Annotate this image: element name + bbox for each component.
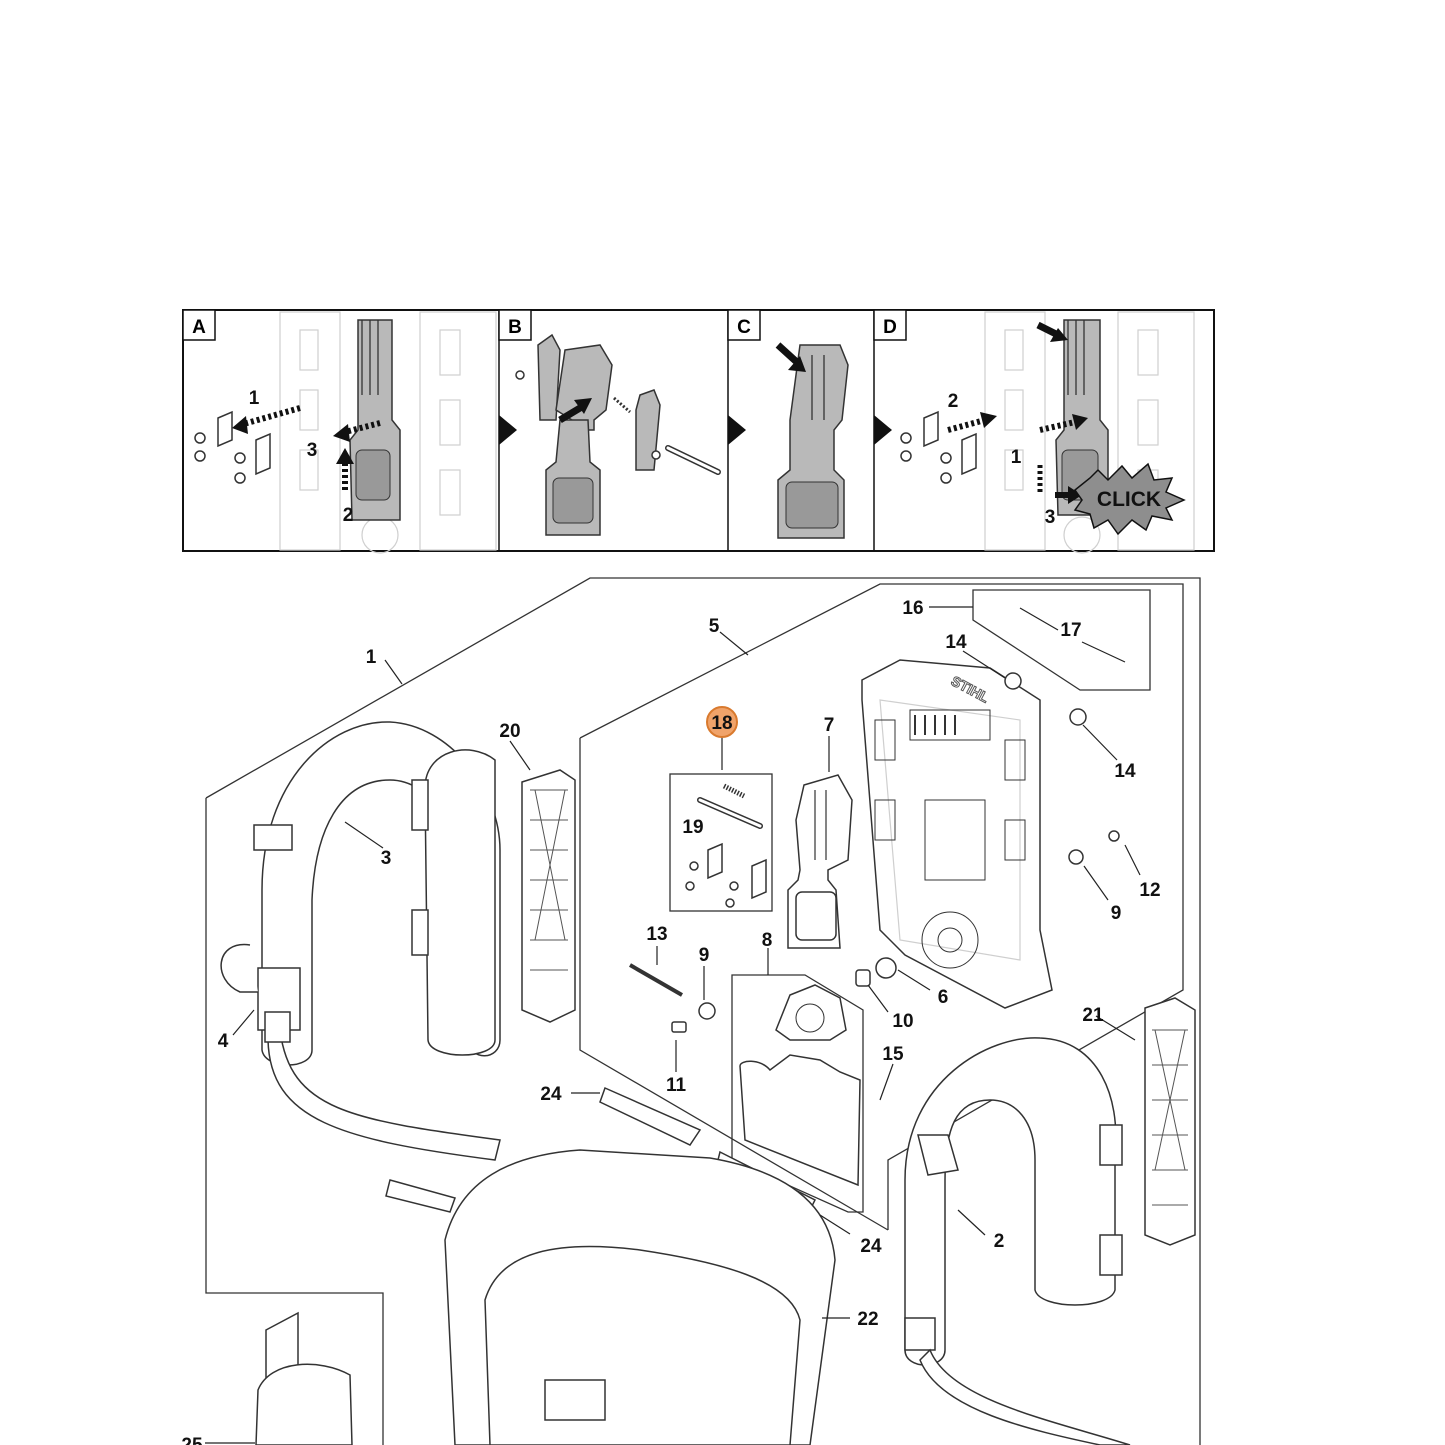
group-outline-5 [579,583,1184,1231]
shoulder-strap-left [220,721,501,1213]
arrow-triangle-icon [874,415,892,445]
arrow-triangle-icon [728,415,746,445]
callout-14a: 14 [945,632,967,653]
callout-20: 20 [499,721,520,742]
panel-c: C [727,309,849,539]
panel-b: B [498,309,721,536]
callout-7: 7 [824,715,835,736]
panel-d-step-1: 1 [1011,447,1022,468]
callout-9a: 9 [699,945,710,966]
callout-13: 13 [646,924,667,945]
arrow-triangle-icon [499,415,517,445]
callout-1: 1 [366,647,377,668]
back-pad-20 [521,769,576,1023]
callout-12: 12 [1139,880,1160,901]
panel-d: D [873,309,1195,554]
panel-d-letter: D [883,317,897,338]
callout-17: 17 [1060,620,1081,641]
panel-a: A [182,309,497,554]
panel-d-step-2: 2 [948,391,959,412]
callout-16: 16 [902,598,923,619]
panel-d-step-3: 3 [1045,507,1056,528]
callout-18: 18 [711,713,732,734]
group-outline-16-17 [972,589,1151,691]
group-outline-18-19 [669,773,773,912]
pouch-25 [255,1311,353,1445]
panel-a-letter: A [192,317,206,338]
click-label: CLICK [1097,488,1161,511]
panel-a-step-3: 3 [307,440,318,461]
instruction-strip: A [182,309,1215,554]
hip-belt-22 [444,1149,836,1445]
callout-3: 3 [381,848,392,869]
back-pad-21 [1144,997,1196,1246]
callout-6: 6 [938,987,949,1008]
callout-24a: 24 [540,1084,562,1105]
part-18-highlight [706,706,738,738]
callout-5: 5 [709,616,720,637]
callout-11: 11 [666,1075,687,1096]
panel-a-step-2: 2 [343,505,354,526]
group-outline-1 [205,577,1201,1445]
callout-numbers: 1 2 3 4 5 6 7 8 9 9 10 11 12 13 14 14 15… [181,598,1160,1445]
click-burst-icon [1073,462,1186,536]
callout-10: 10 [892,1011,913,1032]
callout-22: 22 [857,1309,878,1330]
panel-b-letter: B [508,317,522,338]
leader-lines [205,606,1141,1444]
callout-19: 19 [682,817,703,838]
shoulder-strap-right [904,1037,1131,1445]
pin-and-spring [685,783,767,908]
callout-2: 2 [994,1231,1005,1252]
small-parts [629,672,1120,1033]
latch-7 [787,774,853,949]
callout-15: 15 [882,1044,904,1065]
exploded-view: STIHL [181,577,1201,1445]
callout-21: 21 [1082,1005,1104,1026]
callout-4: 4 [218,1031,229,1052]
callout-24b: 24 [860,1236,882,1257]
carrier-plate: STIHL [861,659,1053,1009]
callout-8: 8 [762,930,773,951]
hinge-plate-8 [739,984,861,1187]
callout-14b: 14 [1114,761,1136,782]
panel-a-step-1: 1 [249,388,260,409]
panel-c-letter: C [737,317,751,338]
callout-9b: 9 [1111,903,1122,924]
callout-25: 25 [181,1435,203,1445]
